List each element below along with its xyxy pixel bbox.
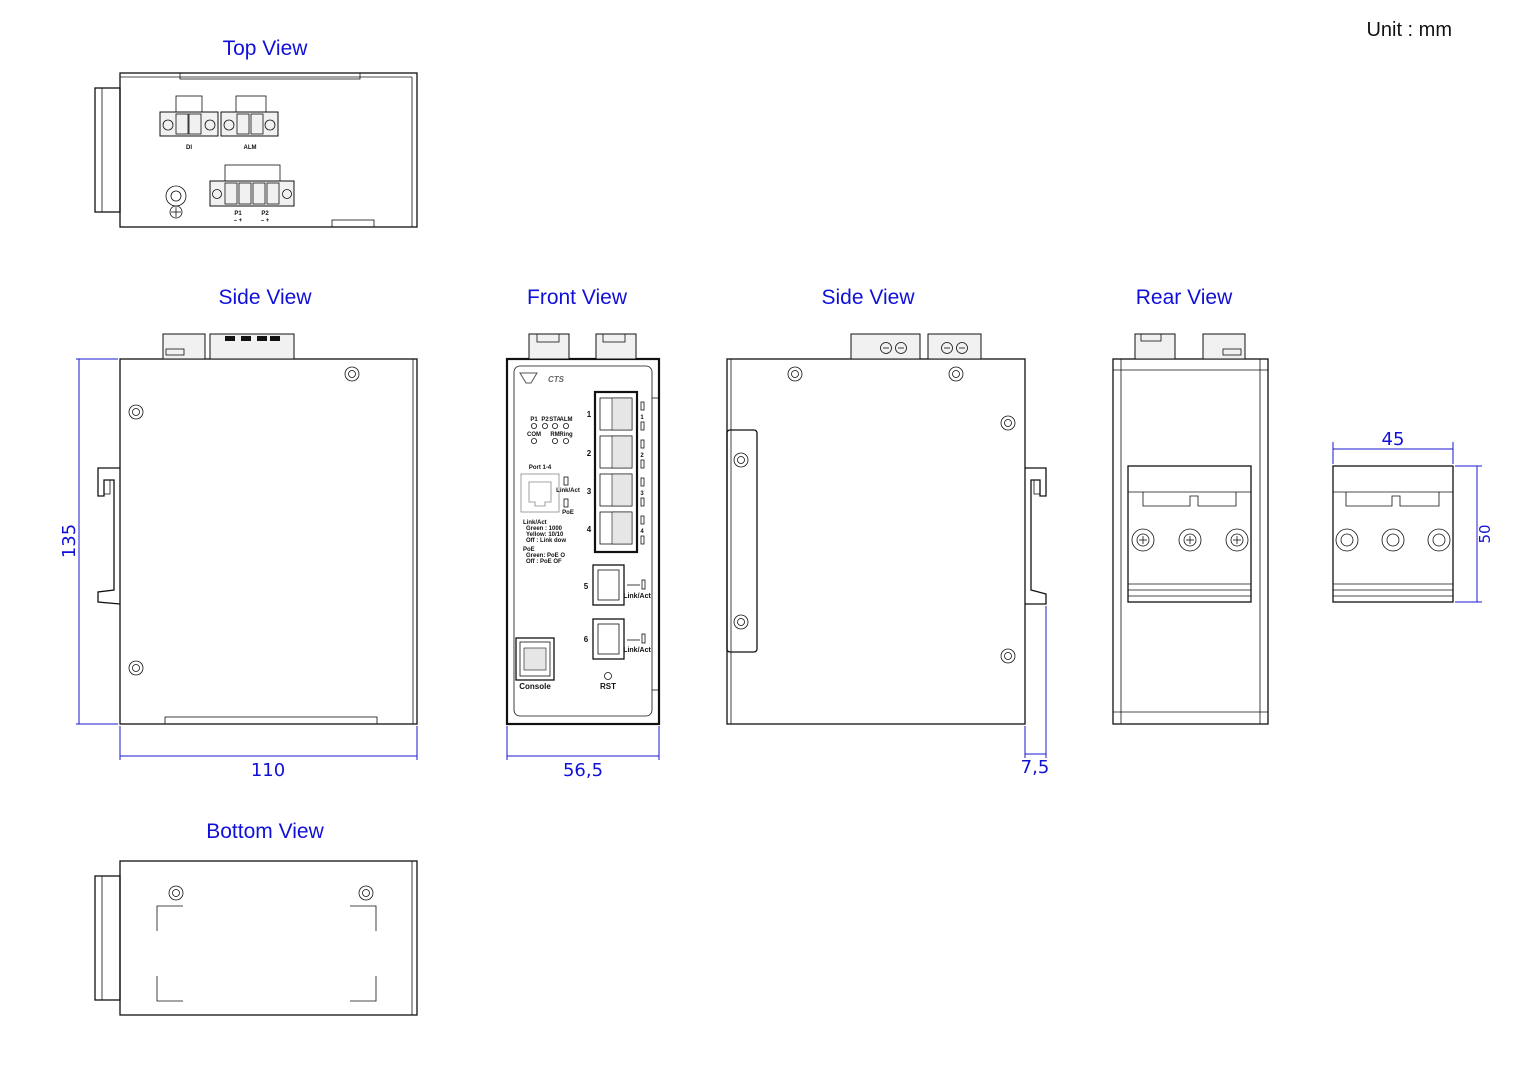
dimension-bracket-width: 45 — [1332, 429, 1454, 464]
bottom-view — [94, 860, 418, 1016]
dim-56-5: 56,5 — [563, 760, 603, 781]
dimension-height: 135 — [59, 358, 118, 725]
side-view-right — [726, 333, 1047, 725]
led-label-rm: RM — [550, 432, 559, 438]
alm-label: ALM — [244, 145, 257, 151]
dim-50: 50 — [1476, 524, 1494, 543]
brand-logo: CTS — [548, 375, 565, 384]
port-number-4: 4 — [587, 525, 592, 534]
svg-text:2: 2 — [640, 453, 644, 459]
port-number-2: 2 — [587, 449, 592, 458]
port-group-label: Port 1-4 — [529, 465, 552, 471]
p2-label: P2 — [261, 211, 269, 217]
p2-polarity: – + — [261, 218, 270, 224]
legend-linkact-off: Off : Link dow — [526, 538, 566, 544]
legend-poe-green: Green: PoE O — [526, 553, 565, 559]
led-label-sta: STA — [549, 417, 561, 423]
unit-label: Unit : mm — [1366, 19, 1452, 41]
led-label-p1: P1 — [530, 417, 538, 423]
dim-110: 110 — [251, 760, 285, 781]
port-number-5: 5 — [584, 582, 589, 591]
port-number-6: 6 — [584, 635, 589, 644]
led-link-act-label: Link/Act — [556, 488, 580, 494]
led-poe-label: PoE — [562, 510, 574, 516]
dimension-width-front: 56,5 — [506, 726, 660, 781]
reset-label: RST — [600, 682, 616, 691]
title-bottom-view: Bottom View — [206, 820, 324, 843]
legend-poe-title: PoE — [523, 547, 535, 553]
title-side-view-left: Side View — [218, 286, 312, 309]
port-number-1: 1 — [587, 410, 592, 419]
title-side-view-right: Side View — [821, 286, 915, 309]
front-view: CTS P1 P2 STA ALM COM RM Ring Port 1-4 L… — [505, 333, 661, 726]
port-number-3: 3 — [587, 487, 592, 496]
dimension-width-side: 110 — [119, 726, 418, 781]
title-top-view: Top View — [223, 37, 309, 60]
dim-7-5: 7,5 — [1021, 757, 1050, 778]
dim-45: 45 — [1382, 429, 1405, 450]
di-label: DI — [186, 145, 192, 151]
p1-polarity: – + — [234, 218, 243, 224]
svg-text:4: 4 — [640, 529, 644, 535]
dim-135: 135 — [59, 524, 80, 558]
led-label-com: COM — [527, 432, 541, 438]
svg-text:1: 1 — [640, 415, 644, 421]
legend-linkact-green: Green : 1000 — [526, 526, 563, 532]
dimension-rail-offset: 7,5 — [1021, 606, 1050, 778]
sfp5-link-label: Link/Act — [623, 593, 651, 600]
led-label-alm: ALM — [560, 417, 573, 423]
svg-text:3: 3 — [640, 491, 644, 497]
led-label-p2: P2 — [541, 417, 549, 423]
led-label-ring: Ring — [559, 432, 573, 438]
dimension-bracket-height: 50 — [1455, 465, 1494, 603]
legend-linkact-yellow: Yellow: 10/10 — [526, 532, 564, 538]
top-view: DI ALM P1 P2 – + – + — [94, 72, 418, 228]
console-label: Console — [519, 682, 551, 691]
side-view-left — [97, 333, 418, 725]
title-front-view: Front View — [527, 286, 628, 309]
title-rear-view: Rear View — [1136, 286, 1233, 309]
rear-view — [1112, 333, 1269, 725]
sfp6-link-label: Link/Act — [623, 647, 651, 654]
legend-poe-off: Off : PoE OF — [526, 559, 562, 565]
legend-linkact-title: Link/Act — [523, 520, 547, 526]
p1-label: P1 — [234, 211, 242, 217]
din-bracket-detail — [1332, 465, 1454, 603]
